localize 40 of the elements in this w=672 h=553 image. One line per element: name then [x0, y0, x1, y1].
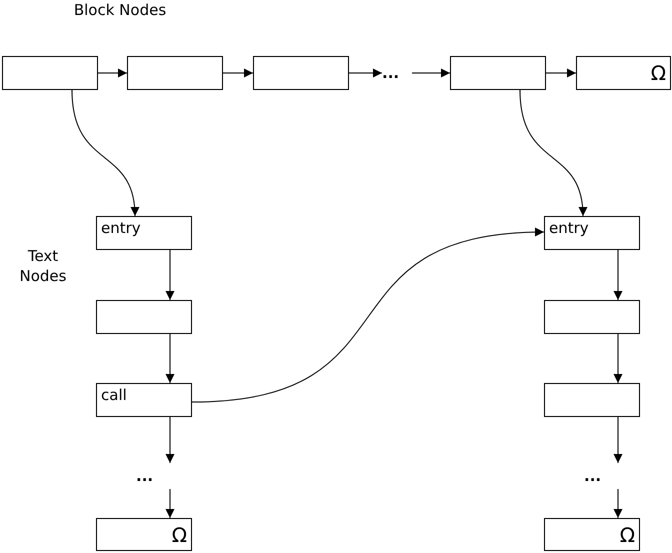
arrow [614, 416, 622, 464]
arrow [166, 334, 174, 384]
node-box [450, 56, 546, 90]
arrow [614, 250, 622, 300]
arrow [98, 68, 128, 78]
section-label: Block Nodes [72, 0, 168, 20]
node-box [96, 383, 192, 417]
arrow [166, 250, 174, 300]
node-box [576, 56, 671, 90]
ellipsis-text: ... [136, 467, 154, 485]
node-label: Ω [620, 522, 635, 546]
arrow [520, 90, 587, 216]
arrow [412, 68, 450, 78]
node-box [544, 518, 640, 551]
node-box [544, 383, 640, 417]
node-box [127, 56, 223, 90]
node-box [253, 56, 349, 90]
ellipsis-text: ... [584, 467, 602, 485]
arrow [614, 488, 622, 518]
arrow [72, 90, 139, 216]
arrow [348, 68, 382, 78]
ellipsis-text: ... [382, 64, 400, 82]
node-box [96, 300, 192, 334]
section-label: Text Nodes [18, 246, 68, 286]
node-box [544, 216, 640, 250]
node-label: entry [101, 219, 141, 237]
node-box [2, 56, 98, 90]
node-box [96, 216, 192, 250]
node-label: call [101, 386, 127, 404]
node-label: Ω [650, 61, 666, 85]
node-label: entry [549, 219, 589, 237]
arrow [222, 68, 254, 78]
arrow [192, 228, 544, 402]
node-box [544, 300, 640, 334]
arrow [614, 334, 622, 384]
arrow [166, 416, 174, 464]
arrow [546, 68, 576, 78]
node-label: Ω [172, 522, 187, 546]
node-box [96, 518, 192, 551]
arrow [166, 488, 174, 518]
